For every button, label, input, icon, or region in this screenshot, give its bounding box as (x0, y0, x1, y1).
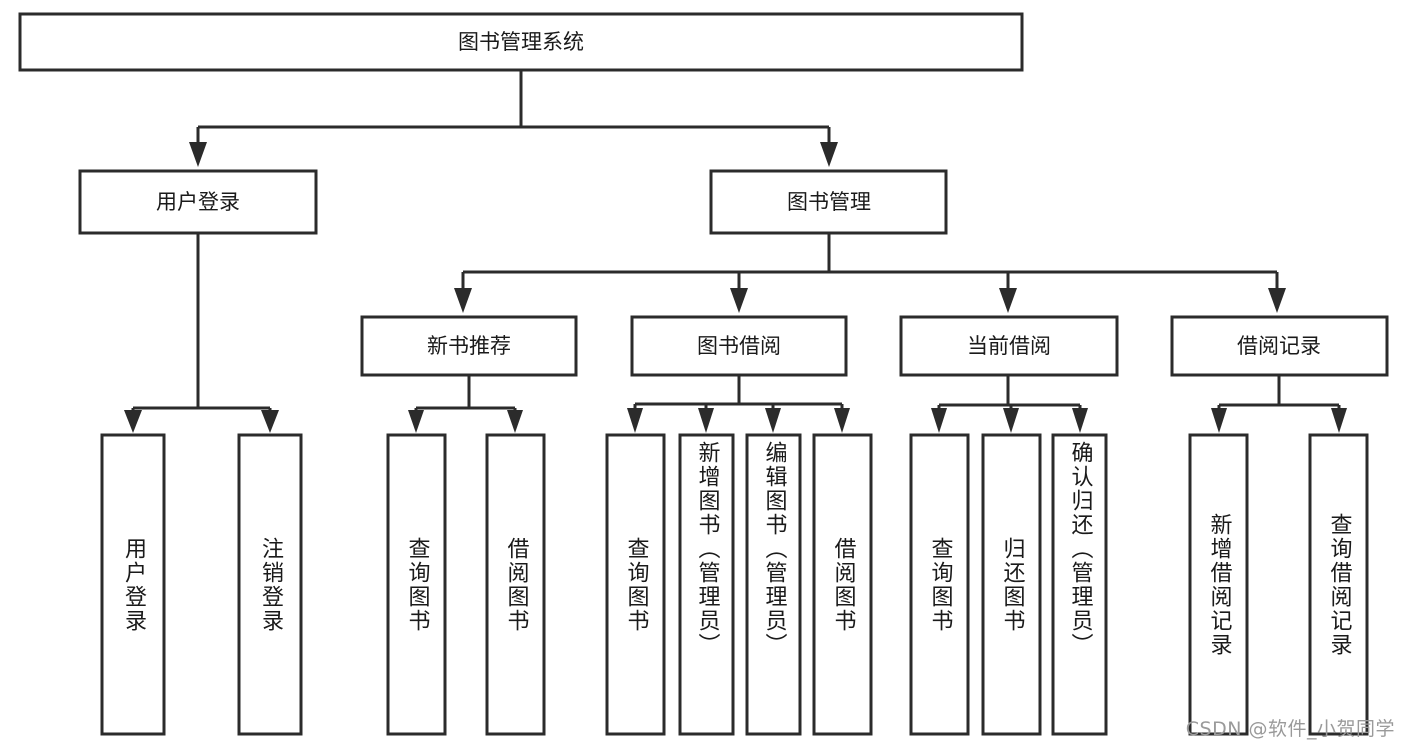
arrow-head-leaf-user-login (124, 410, 142, 433)
leaf-box-query-book-borrow[interactable] (605, 433, 666, 736)
arrow-head-leaf-add-book (698, 408, 714, 433)
leaf-box-borrow-book-rec[interactable] (485, 433, 546, 736)
arrow-head-new-book-recommend (454, 288, 472, 313)
arrow-head-book-management (820, 142, 838, 167)
node-book-management[interactable]: 图书管理 (709, 169, 948, 235)
arrow-head-leaf-return-book (1003, 408, 1019, 433)
node-new-book-recommend[interactable]: 新书推荐 (360, 315, 578, 377)
node-borrow-record-label: 借阅记录 (1237, 334, 1321, 358)
node-new-book-recommend-box[interactable] (360, 315, 578, 377)
connector-group-borrow-record (1211, 375, 1347, 433)
arrow-head-leaf-query-book-cur (931, 408, 947, 433)
node-borrow-record[interactable]: 借阅记录 (1170, 315, 1389, 377)
node-borrow-record-box[interactable] (1170, 315, 1389, 377)
arrow-head-user-login (189, 142, 207, 167)
node-user-login-box[interactable] (78, 169, 318, 235)
arrow-head-leaf-borrow-book (834, 408, 850, 433)
leaf-box-add-record[interactable] (1188, 433, 1249, 736)
node-book-borrow[interactable]: 图书借阅 (630, 315, 848, 377)
leaf-box-edit-book[interactable] (745, 433, 802, 736)
node-user-login[interactable]: 用户登录 (78, 169, 318, 235)
connector-group-root (189, 70, 838, 167)
leaf-box-return-book[interactable] (981, 433, 1042, 736)
connector-group-new-book-recommend (408, 375, 523, 433)
node-current-borrow-label: 当前借阅 (967, 334, 1051, 358)
node-book-management-box[interactable] (709, 169, 948, 235)
csdn-watermark: CSDN @软件_小贺同学 (1185, 718, 1395, 740)
leaf-box-borrow-book[interactable] (812, 433, 873, 736)
arrow-head-leaf-borrow-book-rec (507, 410, 523, 433)
node-root[interactable]: 图书管理系统 (18, 12, 1024, 72)
arrow-head-leaf-query-book-borrow (627, 408, 643, 433)
connector-group-current-borrow (931, 375, 1088, 433)
node-book-management-label: 图书管理 (787, 190, 871, 214)
arrow-head-leaf-query-record (1331, 408, 1347, 433)
node-root-label: 图书管理系统 (458, 30, 584, 54)
arrow-head-book-borrow (730, 288, 748, 313)
arrow-head-leaf-confirm-return (1072, 408, 1088, 433)
node-current-borrow-box[interactable] (899, 315, 1119, 377)
connector-group-book-management (454, 233, 1286, 313)
arrow-head-borrow-record (1268, 288, 1286, 313)
node-root-box[interactable] (18, 12, 1024, 72)
leaf-box-query-book-rec[interactable] (386, 433, 447, 736)
node-book-borrow-box[interactable] (630, 315, 848, 377)
node-user-login-label: 用户登录 (156, 190, 240, 214)
leaf-box-add-book[interactable] (678, 433, 735, 736)
leaf-box-query-book-cur[interactable] (909, 433, 970, 736)
connector-group-user-login (124, 233, 279, 433)
arrow-head-leaf-edit-book (765, 408, 781, 433)
leaf-box-user-login[interactable] (100, 433, 166, 736)
leaf-box-query-record[interactable] (1308, 433, 1369, 736)
leaf-boxes (100, 433, 1369, 736)
arrow-head-leaf-add-record (1211, 408, 1227, 433)
node-current-borrow[interactable]: 当前借阅 (899, 315, 1119, 377)
leaf-box-logout[interactable] (237, 433, 303, 736)
node-new-book-recommend-label: 新书推荐 (427, 334, 511, 358)
arrow-head-leaf-logout (261, 410, 279, 433)
arrow-head-leaf-query-book-rec (408, 410, 424, 433)
arrow-head-current-borrow (999, 288, 1017, 313)
connector-group-book-borrow (627, 375, 850, 433)
node-book-borrow-label: 图书借阅 (697, 334, 781, 358)
leaf-box-confirm-return[interactable] (1051, 433, 1108, 736)
